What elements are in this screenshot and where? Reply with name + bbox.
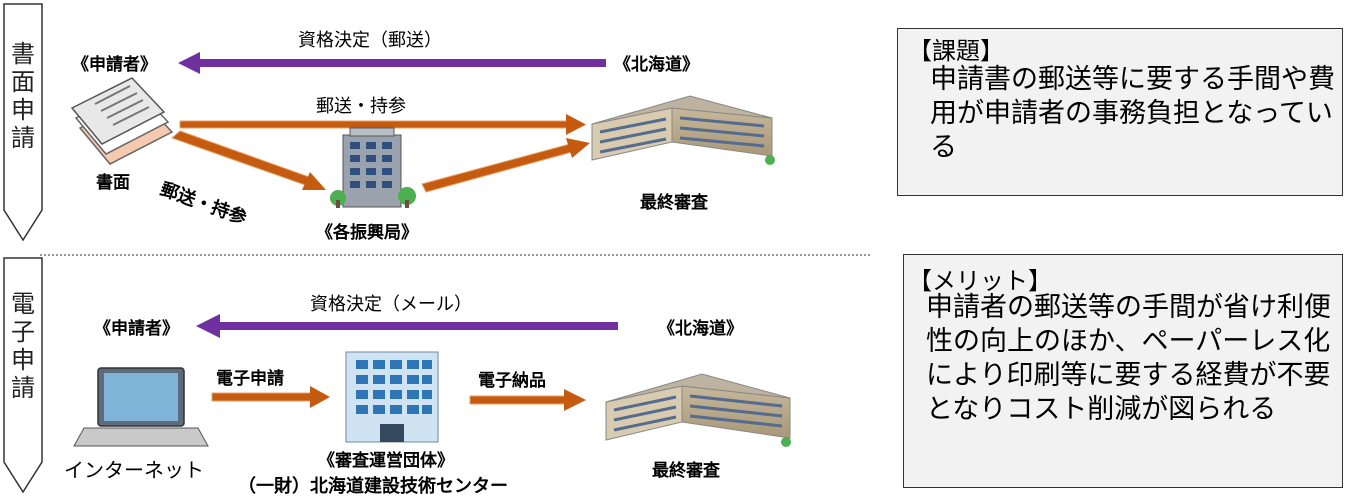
paper-tab-label: 書面申請 xyxy=(11,40,35,152)
electronic-apply-label: 電子申請 xyxy=(216,369,284,389)
electronic-final-review-label: 最終審査 xyxy=(652,461,720,481)
paper-decision-label: 資格決定（郵送） xyxy=(298,30,442,51)
flow-diagram xyxy=(70,52,791,447)
paper-office-to-hq-arrow xyxy=(421,138,590,193)
document-icon xyxy=(70,77,174,165)
electronic-deliver-label: 電子納品 xyxy=(478,371,546,391)
electronic-tab-arrow xyxy=(3,257,43,494)
paper-tab-arrow xyxy=(3,3,43,242)
tab-arrows xyxy=(3,3,43,494)
org-building-icon xyxy=(345,351,439,443)
section-divider xyxy=(40,254,870,256)
electronic-decision-arrow xyxy=(196,314,618,338)
paper-mail-top-label: 郵送・持参 xyxy=(316,96,406,117)
laptop-icon xyxy=(73,367,209,447)
merit-body: 申請者の郵送等の手間が省け利便性の向上のほか、ペーパーレス化により印刷等に要する… xyxy=(926,292,1331,425)
hokkaido-building-icon-2 xyxy=(605,373,791,447)
paper-final-review-label: 最終審査 xyxy=(640,193,708,213)
electronic-decision-label: 資格決定（メール） xyxy=(310,294,472,315)
paper-mail-arrow-to-office xyxy=(171,130,326,190)
issue-body: 申請書の郵送等に要する手間や費用が申請者の事務負担となっている xyxy=(930,64,1335,163)
electronic-deliver-arrow xyxy=(469,389,586,411)
electronic-applicant-label: 《申請者》 xyxy=(94,319,179,339)
org-name-label: （一財）北海道建設技術センター xyxy=(238,476,508,497)
internet-label: インターネット xyxy=(64,458,204,482)
electronic-apply-arrow xyxy=(211,386,330,408)
merit-box: 【メリット】 申請者の郵送等の手間が省け利便性の向上のほか、ペーパーレス化により… xyxy=(903,254,1343,488)
office-building-icon xyxy=(330,127,416,208)
electronic-tab-label: 電子申請 xyxy=(11,290,35,402)
merit-title: 【メリット】 xyxy=(908,267,1052,295)
paper-hokkaido-label: 《北海道》 xyxy=(614,55,699,75)
paper-applicant-label: 《申請者》 xyxy=(72,55,157,75)
issue-box: 【課題】 申請書の郵送等に要する手間や費用が申請者の事務負担となっている xyxy=(897,28,1343,196)
electronic-hokkaido-label: 《北海道》 xyxy=(658,319,743,339)
hokkaido-building-icon xyxy=(591,95,775,165)
issue-title: 【課題】 xyxy=(908,37,1004,65)
office-label: 《各振興局》 xyxy=(316,223,418,243)
org-label: 《審査運営団体》 xyxy=(318,451,454,471)
document-label: 書面 xyxy=(96,173,130,193)
paper-decision-arrow xyxy=(178,52,606,74)
